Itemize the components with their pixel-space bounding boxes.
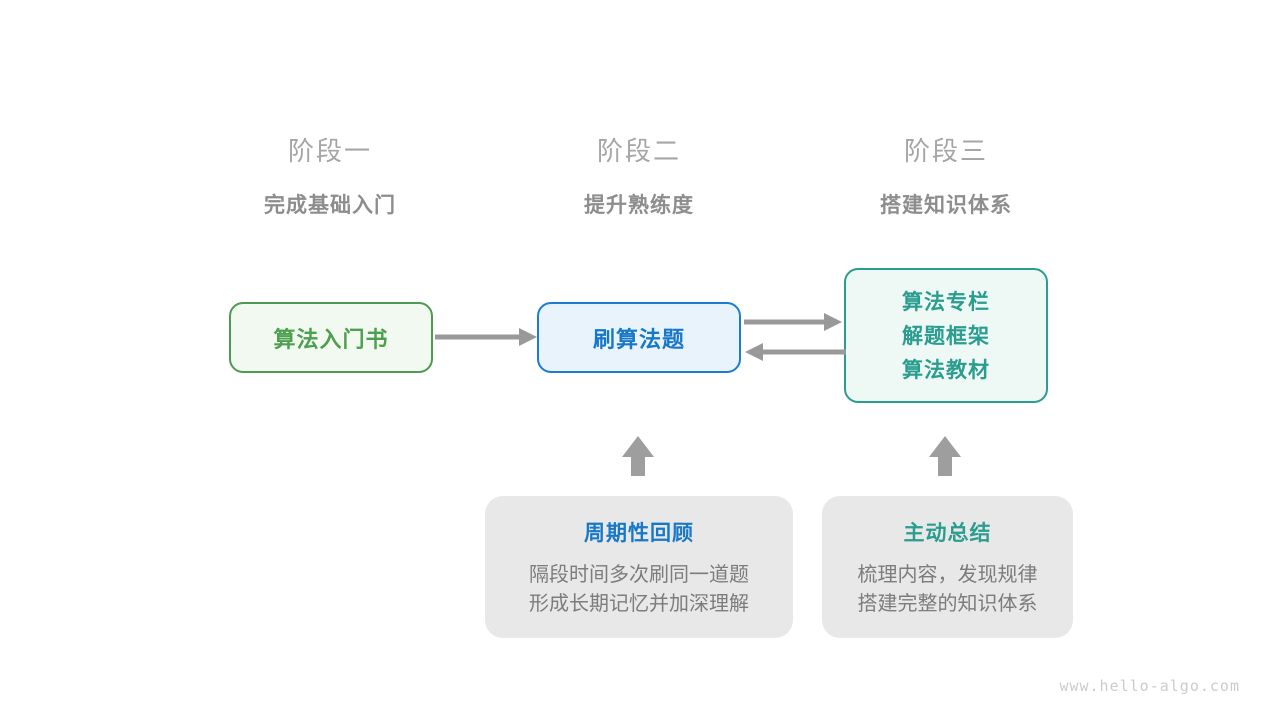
resource-line-2: 解题框架 [902,323,990,348]
note-review-line-2: 形成长期记忆并加深理解 [529,591,749,615]
note-review-body: 隔段时间多次刷同一道题 形成长期记忆并加深理解 [485,560,793,618]
stage-3-label: 阶段三 [903,137,988,167]
note-review-line-1: 隔段时间多次刷同一道题 [529,562,749,586]
stage-1-subtitle: 完成基础入门 [264,193,396,217]
arrow-left-resources-to-practice [745,343,846,361]
arrow-right-practice-to-resources [744,313,842,331]
note-summary-line-2: 搭建完整的知识体系 [857,591,1038,615]
note-summary-body: 梳理内容，发现规律 搭建完整的知识体系 [822,560,1073,618]
node-intro-book-label: 算法入门书 [273,327,389,353]
node-knowledge-resources: 算法专栏 解题框架 算法教材 [844,268,1048,403]
resource-line-3: 算法教材 [902,357,990,382]
stage-1-label: 阶段一 [287,137,372,167]
note-summary-title: 主动总结 [903,521,992,545]
node-practice-problems-label: 刷算法题 [592,327,685,353]
stage-3-subtitle: 搭建知识体系 [880,193,1012,217]
stage-2-label: 阶段二 [596,137,681,167]
site-watermark: www.hello-algo.com [1059,677,1240,695]
stage-header-1: 阶段一 完成基础入门 [200,131,460,219]
note-card-active-summary: 主动总结 梳理内容，发现规律 搭建完整的知识体系 [822,496,1073,638]
stage-header-3: 阶段三 搭建知识体系 [816,131,1076,219]
note-review-title: 周期性回顾 [584,521,694,545]
stage-2-subtitle: 提升熟练度 [584,193,694,217]
node-intro-book: 算法入门书 [229,302,433,373]
note-summary-line-1: 梳理内容，发现规律 [857,562,1038,586]
node-practice-problems: 刷算法题 [537,302,741,373]
note-card-periodic-review: 周期性回顾 隔段时间多次刷同一道题 形成长期记忆并加深理解 [485,496,793,638]
up-arrow-review [622,436,654,476]
stage-header-2: 阶段二 提升熟练度 [509,131,769,219]
up-arrow-summary [929,436,961,476]
arrow-right-intro-to-practice [435,328,537,346]
resource-line-1: 算法专栏 [902,289,990,314]
